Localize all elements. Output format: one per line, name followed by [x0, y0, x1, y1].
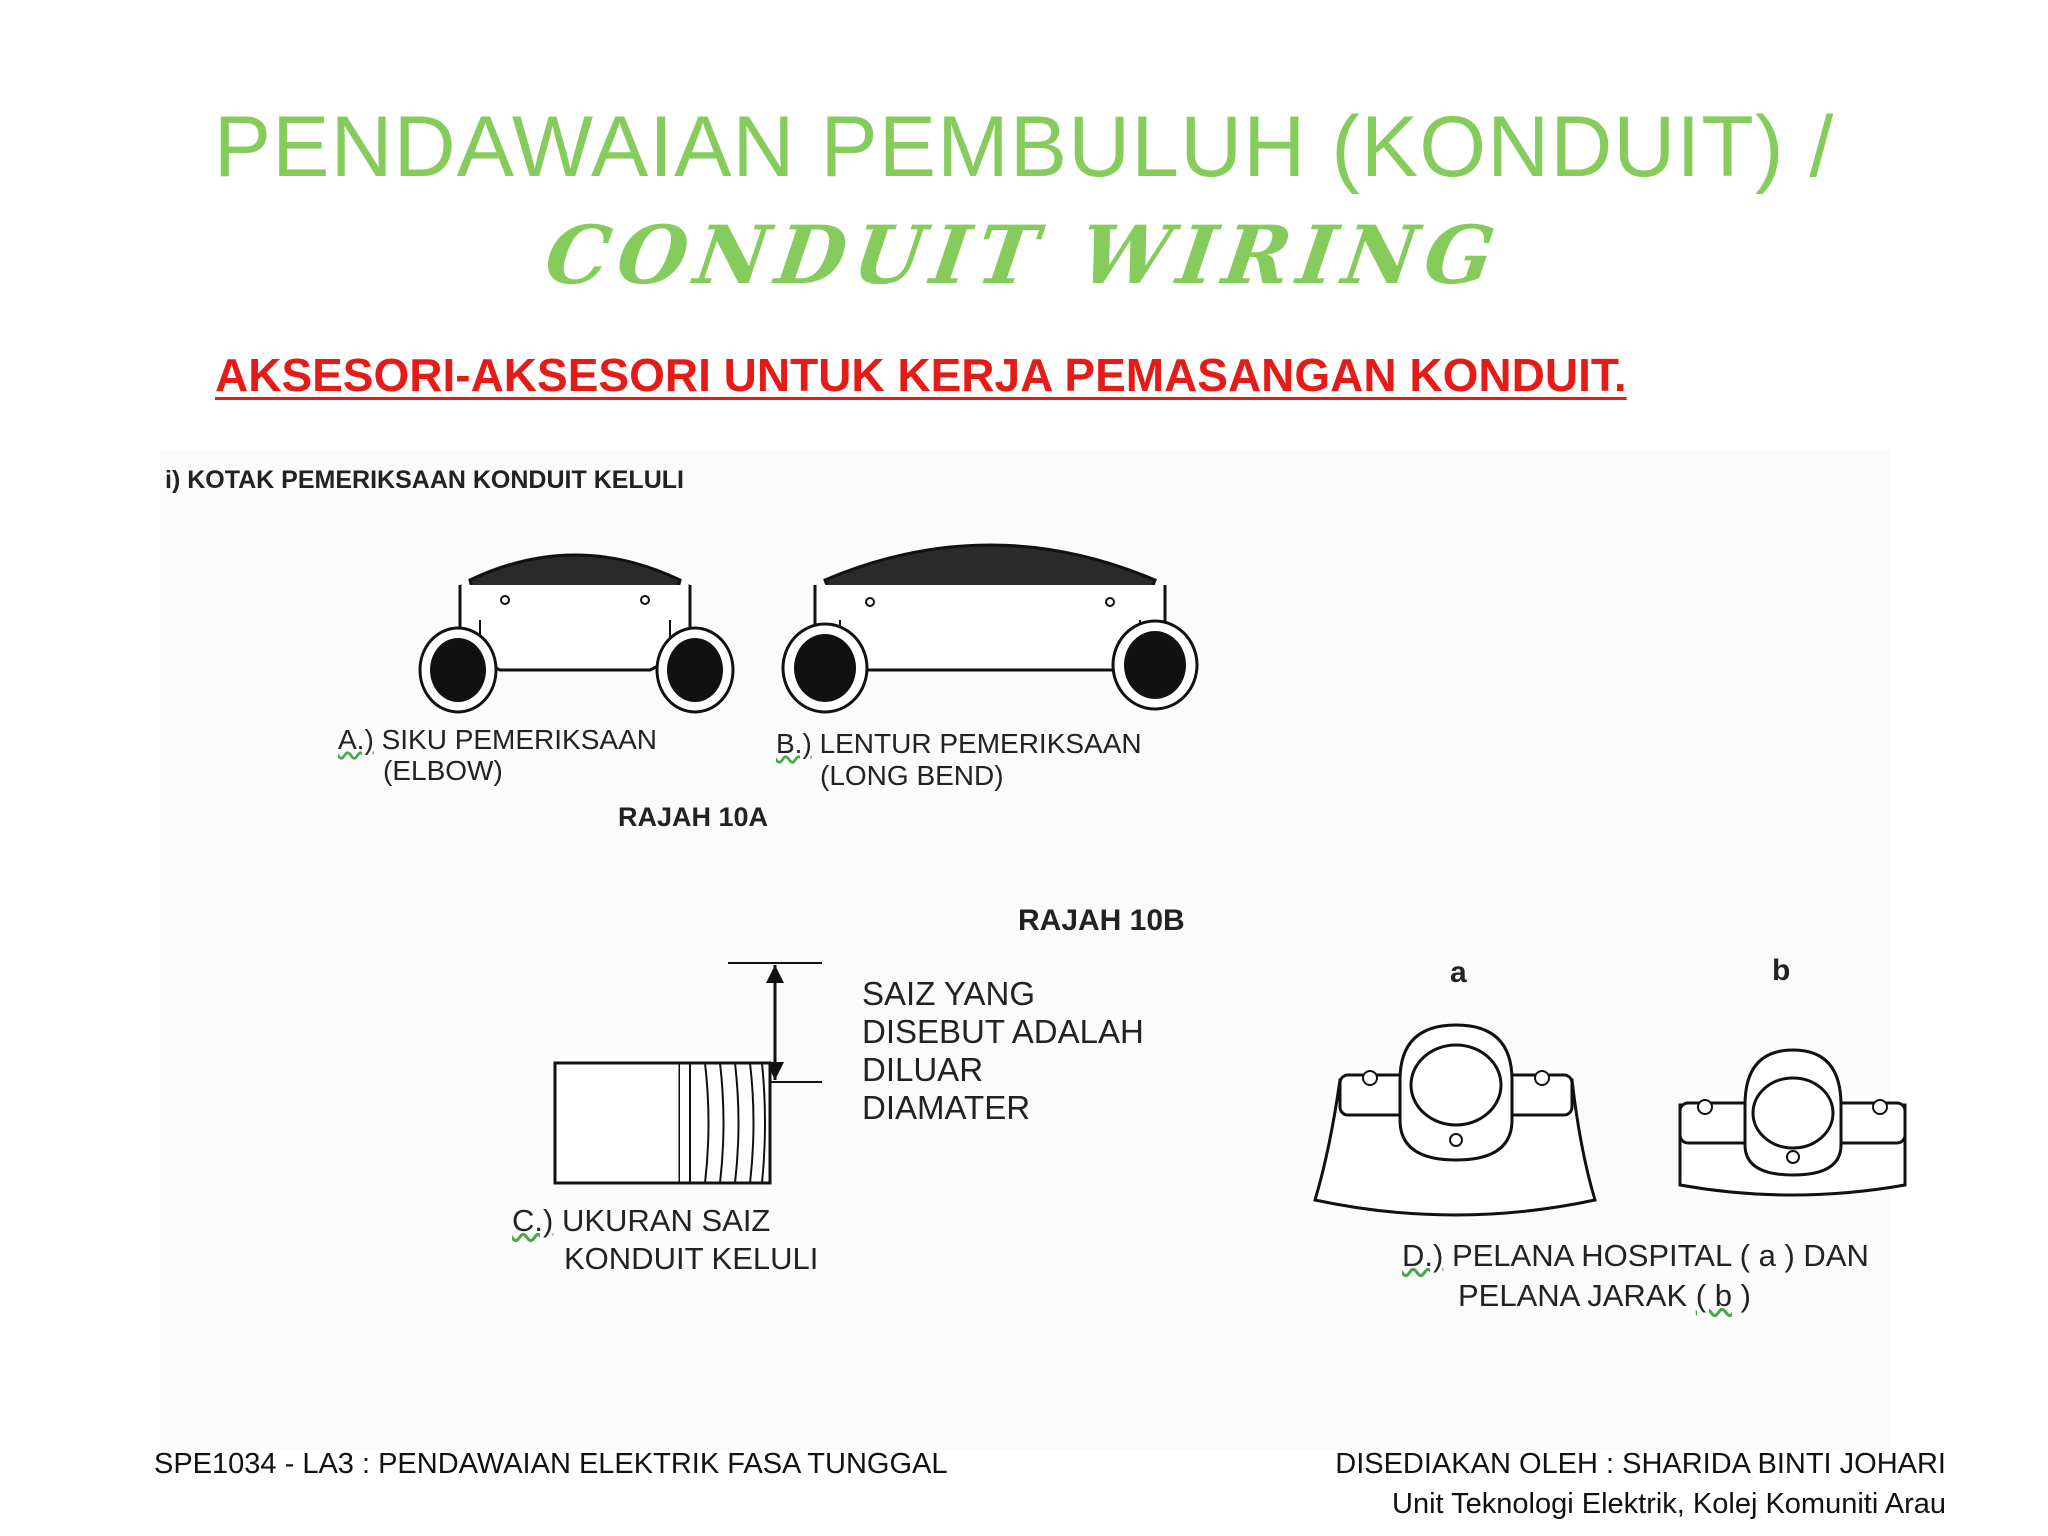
caption-saddles-line2-post: )	[1731, 1278, 1751, 1313]
caption-saddles-line2-pre: PELANA JARAK	[1458, 1278, 1696, 1313]
figure-section-label: i) KOTAK PEMERIKSAAN KONDUIT KELULI	[165, 466, 684, 494]
footer-institution: Unit Teknologi Elektrik, Kolej Komuniti …	[1392, 1488, 1946, 1520]
caption-conduit-size: C.) UKURAN SAIZ	[512, 1205, 770, 1237]
long-bend-box-illustration	[781, 543, 1199, 714]
distance-saddle-illustration	[1678, 1048, 1907, 1197]
elbow-box-illustration	[418, 553, 735, 714]
caption-elbow-line2: (ELBOW)	[383, 755, 503, 786]
size-note-line: DIAMATER	[862, 1089, 1031, 1126]
caption-saddles-line2: PELANA JARAK ( b )	[1458, 1280, 1751, 1312]
size-note: SAIZ YANG DISEBUT ADALAH DILUAR DIAMATER	[862, 975, 1144, 1127]
caption-conduit-size-line2: KONDUIT KELULI	[564, 1241, 819, 1276]
caption-saddles: D.) PELANA HOSPITAL ( a ) DAN	[1402, 1240, 1869, 1272]
caption-elbow-prefix: A.)	[338, 724, 374, 755]
saddle-a-label: a	[1450, 956, 1467, 989]
conduit-size-illustration	[553, 962, 822, 1185]
caption-long-bend-line2: (LONG BEND)	[820, 760, 1004, 791]
footer-author: DISEDIAKAN OLEH : SHARIDA BINTI JOHARI	[1335, 1448, 1946, 1480]
figure-label-10a: RAJAH 10A	[618, 802, 769, 832]
size-note-line: SAIZ YANG	[862, 975, 1035, 1012]
slide-title-english: CONDUIT WIRING	[539, 208, 1509, 302]
caption-elbow: A.) SIKU PEMERIKSAAN	[338, 724, 657, 756]
hospital-saddle-illustration	[1313, 1023, 1597, 1217]
caption-conduit-size-line1: UKURAN SAIZ	[561, 1203, 771, 1238]
figure-label-10b: RAJAH 10B	[1018, 904, 1185, 937]
caption-long-bend: B.) LENTUR PEMERIKSAAN	[776, 728, 1142, 760]
caption-saddles-line2-mid: ( b	[1695, 1278, 1732, 1313]
size-note-line: DISEBUT ADALAH	[862, 1013, 1144, 1050]
slide-title: PENDAWAIAN PEMBULUH (KONDUIT) /	[213, 99, 1835, 195]
caption-saddles-line1: PELANA HOSPITAL ( a ) DAN	[1451, 1238, 1869, 1273]
size-note-line: DILUAR	[862, 1051, 984, 1088]
saddle-b-label: b	[1772, 954, 1791, 987]
caption-long-bend-prefix: B.)	[776, 728, 812, 759]
footer-course: SPE1034 - LA3 : PENDAWAIAN ELEKTRIK FASA…	[154, 1448, 948, 1480]
caption-conduit-size-prefix: C.)	[512, 1203, 554, 1238]
section-heading: AKSESORI-AKSESORI UNTUK KERJA PEMASANGAN…	[215, 349, 1627, 401]
caption-saddles-prefix: D.)	[1402, 1238, 1444, 1273]
caption-long-bend-line1: LENTUR PEMERIKSAAN	[819, 728, 1142, 759]
caption-elbow-line1: SIKU PEMERIKSAAN	[381, 724, 657, 755]
